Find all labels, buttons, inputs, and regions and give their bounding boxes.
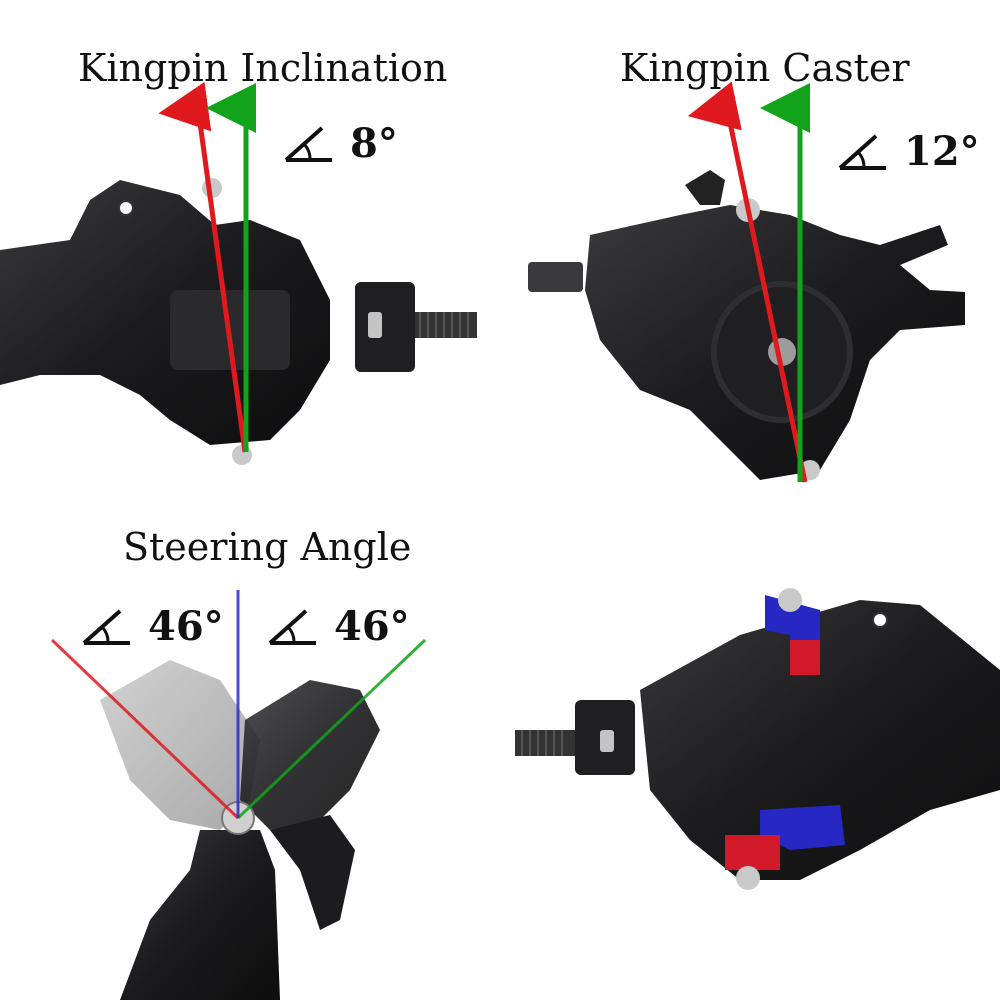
steering-left-angle-value: 46° [148,603,224,650]
knuckle-top-view [100,660,380,1000]
angle-icon [838,134,886,170]
steering-left-angle-label: 46° [80,603,224,650]
angle-icon [284,126,332,162]
steering-angle-title: Steering Angle [123,525,412,569]
knuckle-rear-view [515,588,1000,890]
caster-angle-label: 12° [836,128,980,175]
steering-right-angle-label: 46° [266,603,410,650]
knuckle-side-view [528,170,965,480]
steer-right-green-line [236,638,427,820]
caster-angle-value: 12° [904,128,980,175]
kingpin-axis-red-arrow [158,81,248,453]
steering-right-angle-value: 46° [334,603,410,650]
angle-icon [268,609,316,645]
caster-axis-red-arrow [687,81,808,483]
steer-left-red-line [50,638,240,820]
inclination-angle-value: 8° [350,120,398,167]
kingpin-inclination-title: Kingpin Inclination [78,46,448,90]
kingpin-caster-title: Kingpin Caster [620,46,910,90]
inclination-angle-label: 8° [282,120,398,167]
angle-icon [82,609,130,645]
